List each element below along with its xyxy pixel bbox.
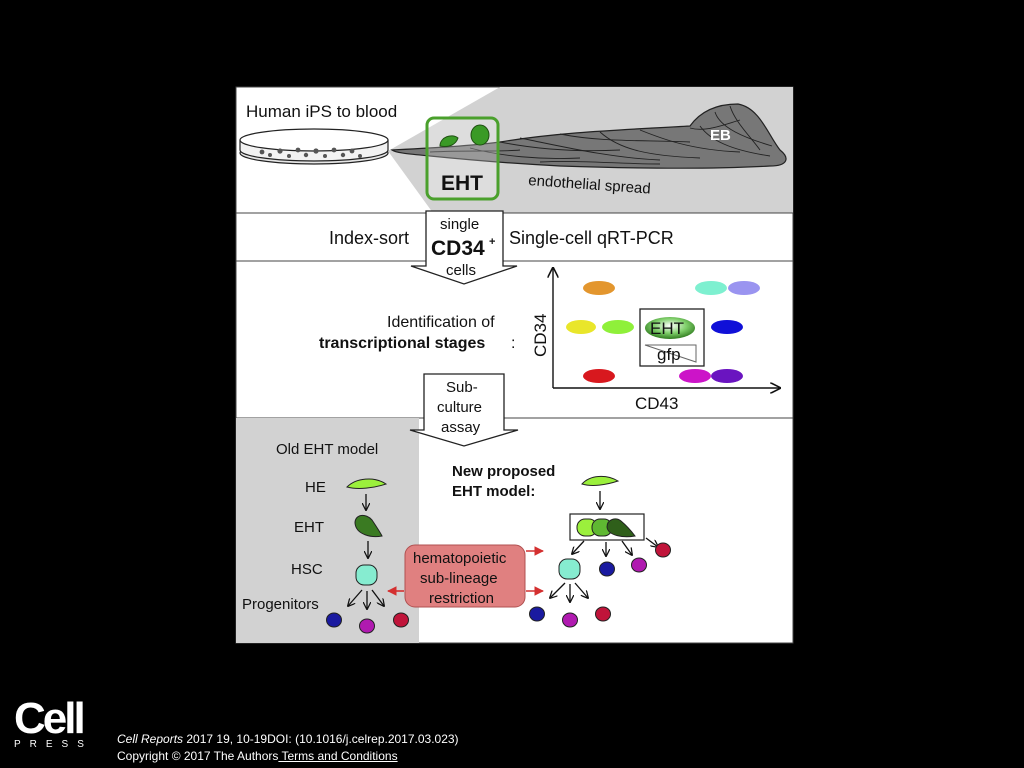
cell-press-logo: Cell PRESS xyxy=(14,694,93,751)
arrow-cells-label: cells xyxy=(446,262,476,279)
subculture-line3: assay xyxy=(441,419,481,436)
top-panel-title: Human iPS to blood xyxy=(246,102,397,121)
cell-magenta xyxy=(679,369,711,383)
y-axis-label: CD34 xyxy=(531,314,550,357)
x-axis-label: CD43 xyxy=(635,394,678,413)
progenitor-magenta xyxy=(359,618,375,634)
cell-cyan xyxy=(695,281,727,295)
arrow-cd34-label: CD34 xyxy=(431,237,485,260)
old-model-title: Old EHT model xyxy=(276,441,378,458)
arrow-cd34-sup: + xyxy=(489,236,495,248)
subculture-arrow: Sub- culture assay xyxy=(236,373,793,643)
terms-link[interactable]: Terms and Conditions xyxy=(278,749,398,763)
eht-gfp-cell xyxy=(645,317,695,339)
logo-press: PRESS xyxy=(14,739,93,750)
gfp-label: gfp xyxy=(657,345,681,364)
restriction-line1: hematopoietic xyxy=(413,550,507,567)
ident-line2: transcriptional stages xyxy=(319,335,485,352)
index-sort-label: Index-sort xyxy=(329,228,409,248)
top-panel: Human iPS to blood EB EHT xyxy=(239,87,793,213)
ident-colon: : xyxy=(511,335,515,352)
subculture-line2: culture xyxy=(437,399,482,416)
cell-lime xyxy=(602,320,634,334)
old-stage-progenitors: Progenitors xyxy=(242,596,319,613)
cell-lavender xyxy=(728,281,760,295)
copyright-text: Copyright © 2017 The Authors xyxy=(117,749,279,763)
new-blue-cell xyxy=(599,561,615,577)
old-model-bg xyxy=(236,418,419,643)
eht-cell-2 xyxy=(470,124,490,146)
citation-copyright-line: Copyright © 2017 The Authors Terms and C… xyxy=(117,748,459,765)
restriction-callout: hematopoietic sub-lineage restriction xyxy=(387,544,544,608)
identification-panel: Identification of transcriptional stages… xyxy=(319,268,780,413)
endothelial-spread xyxy=(390,103,787,169)
old-model: Old EHT model HE EHT HSC Progenitors xyxy=(242,441,409,634)
citation: Cell Reports 2017 19, 10-19DOI: (10.1016… xyxy=(117,731,459,765)
new-progenitor-red xyxy=(595,606,611,622)
old-stage-eht: EHT xyxy=(294,519,324,536)
progenitor-red xyxy=(393,612,409,628)
new-he-cell xyxy=(581,476,620,486)
gfp-triangle xyxy=(644,344,697,363)
new-model-title-2: EHT model: xyxy=(452,483,535,500)
restriction-line2: sub-lineage xyxy=(420,570,498,587)
old-stage-he: HE xyxy=(305,479,326,496)
hsc-cell xyxy=(355,564,378,586)
logo-word: Cell xyxy=(14,694,86,743)
cd34-down-arrow xyxy=(410,210,518,285)
eb-label: EB xyxy=(710,127,731,144)
eht-cell xyxy=(354,515,383,538)
new-magenta-cell xyxy=(631,557,647,573)
cell-yellow xyxy=(566,320,596,334)
new-red-cell xyxy=(655,542,671,558)
petri-dish xyxy=(239,128,389,165)
sort-row: Index-sort Single-cell qRT-PCR single CD… xyxy=(236,210,793,285)
new-progenitor-magenta xyxy=(562,612,578,628)
eht-cell-1 xyxy=(439,135,459,147)
ident-line1: Identification of xyxy=(387,314,495,331)
new-progenitor-blue xyxy=(529,606,545,622)
qrtpcr-label: Single-cell qRT-PCR xyxy=(509,228,674,248)
eht-continuum-cell-3 xyxy=(606,518,636,538)
he-cell xyxy=(346,478,388,489)
cell-orange xyxy=(583,281,615,295)
eht-label: EHT xyxy=(441,172,483,195)
old-stage-hsc: HSC xyxy=(291,561,323,578)
restriction-box xyxy=(404,544,526,608)
journal-name: Cell Reports xyxy=(117,732,184,746)
citation-ref-line: Cell Reports 2017 19, 10-19DOI: (10.1016… xyxy=(117,731,459,748)
cell-blue xyxy=(711,320,743,334)
cell-purple xyxy=(711,369,743,383)
citation-ref: 2017 19, 10-19DOI: (10.1016/j.celrep.201… xyxy=(183,732,459,746)
new-hsc-cell xyxy=(558,558,581,580)
cell-red xyxy=(583,369,615,383)
new-model: New proposed EHT model: xyxy=(452,463,671,628)
new-model-title-1: New proposed xyxy=(452,463,555,480)
eht-gfp-eht-label: EHT xyxy=(650,319,684,338)
progenitor-blue xyxy=(326,612,342,628)
restriction-line3: restriction xyxy=(429,590,494,607)
arrow-single-label: single xyxy=(440,216,479,233)
subculture-line1: Sub- xyxy=(446,379,478,396)
